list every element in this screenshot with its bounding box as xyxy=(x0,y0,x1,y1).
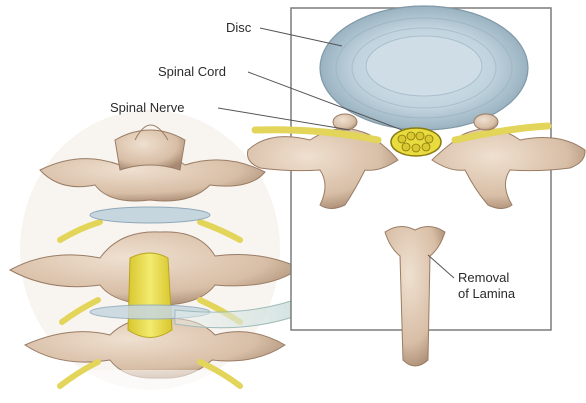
removal-of-lamina-label: Removal of Lamina xyxy=(458,270,515,302)
spinal-nerve-label: Spinal Nerve xyxy=(110,100,184,115)
removal-label-line-2: of Lamina xyxy=(458,286,515,302)
disc-label: Disc xyxy=(226,20,251,35)
spinal-cord-section xyxy=(391,128,441,156)
removal-label-line-1: Removal xyxy=(458,270,515,286)
spinal-cord-label: Spinal Cord xyxy=(158,64,226,79)
